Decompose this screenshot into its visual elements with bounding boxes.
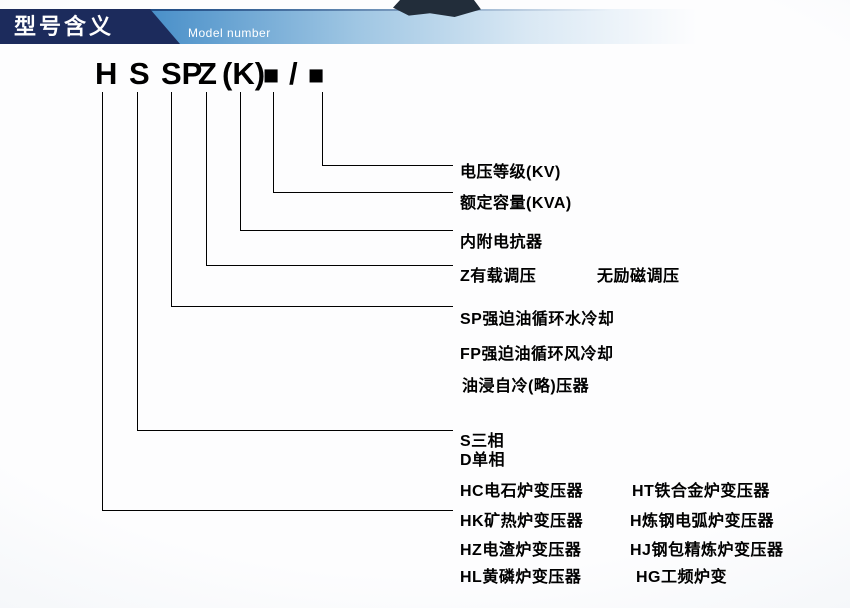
label-on-load-regulation: Z有载调压: [460, 268, 537, 285]
product-photo-fragment: [393, 0, 481, 17]
label-type-hl: HL黄磷炉变压器: [460, 569, 582, 586]
label-type-hj: HJ钢包精炼炉变压器: [630, 542, 784, 559]
label-type-hc: HC电石炉变压器: [460, 483, 584, 500]
model-char-s: S: [129, 56, 150, 91]
label-internal-reactor: 内附电抗器: [460, 234, 543, 251]
model-char-sp: SP: [161, 56, 203, 91]
section-header: 型号含义 Model number: [0, 9, 850, 44]
label-type-ht: HT铁合金炉变压器: [632, 483, 770, 500]
header-top-accent-line: [0, 9, 612, 11]
label-type-hz: HZ电渣炉变压器: [460, 542, 582, 559]
model-placeholder-square-1: ■: [263, 60, 280, 90]
section-subtitle: Model number: [188, 26, 271, 40]
label-cooling-sp: SP强迫油循环水冷却: [460, 311, 615, 328]
label-type-h: H炼钢电弧炉变压器: [630, 513, 775, 530]
model-char-z: Z: [198, 56, 217, 91]
model-slash: /: [289, 56, 298, 91]
label-three-phase: S三相: [460, 433, 505, 450]
model-char-k: (K): [222, 56, 266, 91]
connector-reactor: [240, 92, 453, 231]
label-cooling-fp: FP强迫油循环风冷却: [460, 346, 614, 363]
label-no-excitation-regulation: 无励磁调压: [597, 268, 680, 285]
header-title-ribbon: 型号含义: [0, 9, 180, 44]
connector-regulation: [206, 92, 453, 266]
label-type-hg: HG工频炉变: [636, 569, 728, 586]
label-rated-capacity: 额定容量(KVA): [460, 195, 572, 212]
connector-cooling: [171, 92, 453, 307]
label-cooling-oil-immersed: 油浸自冷(略)压器: [462, 378, 590, 395]
connector-voltage-level: [322, 92, 453, 166]
section-title: 型号含义: [14, 14, 115, 39]
label-single-phase: D单相: [460, 452, 506, 469]
model-placeholder-square-2: ■: [308, 60, 325, 90]
connector-furnace-type: [102, 92, 453, 511]
label-type-hk: HK矿热炉变压器: [460, 513, 584, 530]
connector-phase: [137, 92, 453, 431]
label-voltage-level: 电压等级(KV): [460, 164, 561, 181]
model-char-h: H: [95, 56, 118, 91]
connector-rated-capacity: [273, 92, 453, 193]
